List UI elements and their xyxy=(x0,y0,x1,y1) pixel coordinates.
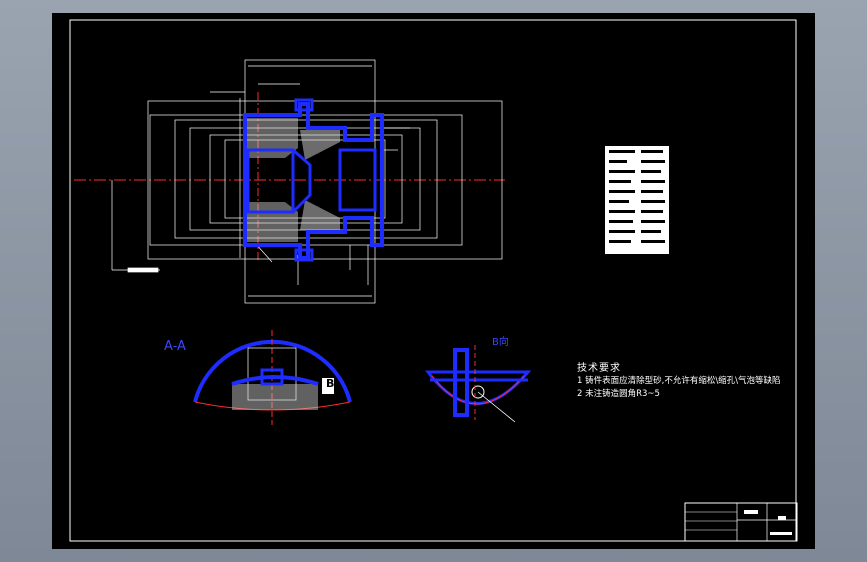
drawing-sheet[interactable]: A-A B向 B 技术要求 1 铸件表面应清除型砂,不允许有缩松\缩孔\气泡等缺… xyxy=(52,13,815,549)
cad-drawing-canvas[interactable] xyxy=(52,13,815,549)
title-block xyxy=(684,502,798,542)
tech-requirements-title: 技术要求 xyxy=(577,363,621,374)
section-tag-b: B xyxy=(326,377,335,390)
section-a-a-label: A-A xyxy=(164,339,186,354)
detail-b-view xyxy=(425,345,532,423)
main-view-part xyxy=(243,98,384,262)
section-a-a-view xyxy=(193,330,352,425)
tech-note-1: 1 铸件表面应清除型砂,不允许有缩松\缩孔\气泡等缺陷 xyxy=(577,376,781,386)
detail-b-label: B向 xyxy=(492,337,509,348)
tech-note-2: 2 未注铸造圆角R3~5 xyxy=(577,389,660,399)
dimension-lines xyxy=(111,59,503,304)
drawing-border xyxy=(69,19,797,542)
parts-table xyxy=(605,146,669,254)
